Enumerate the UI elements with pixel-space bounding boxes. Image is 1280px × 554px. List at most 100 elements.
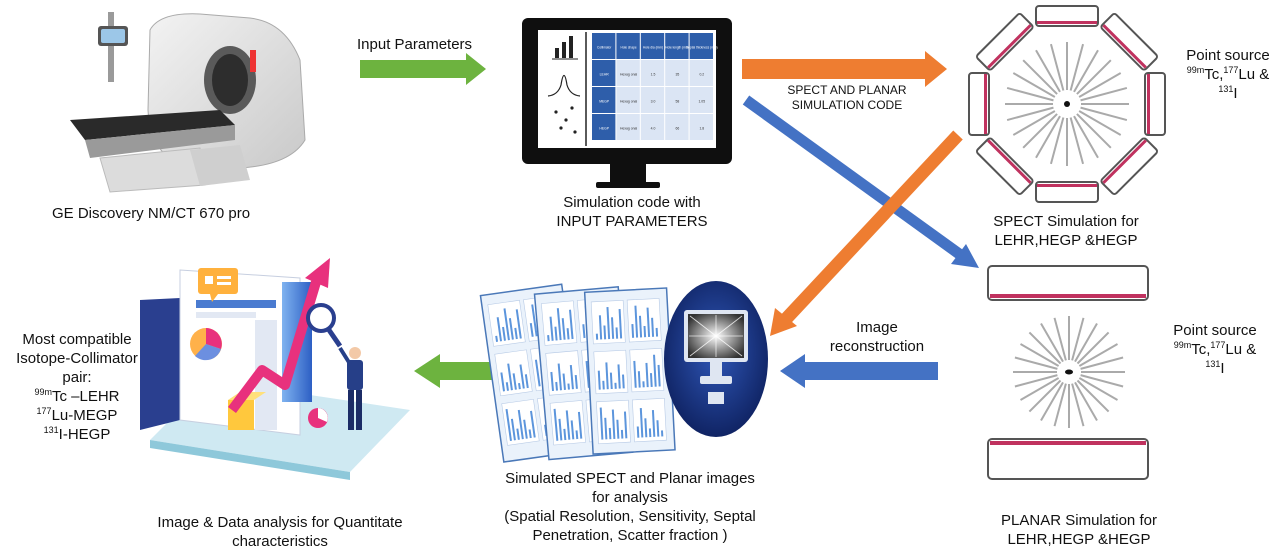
- table-cell: 4.0: [651, 127, 656, 131]
- isotope-b: Lu &: [1238, 66, 1270, 83]
- result-pair-label: Most compatible Isotope-Collimator pair:…: [2, 330, 152, 444]
- table-cell: 66: [676, 127, 680, 131]
- reconstruction-display-oval: [664, 281, 768, 437]
- gamma-camera-scanner-illustration: [70, 12, 306, 193]
- point-source-isotopes-bottom: 99mTc,177Lu &: [1162, 340, 1268, 359]
- table-header-cell: Hole length (mm): [665, 46, 689, 50]
- table-cell: 3.0: [651, 100, 656, 104]
- table-cell: 0.2: [699, 73, 704, 77]
- spect-simulation-caption: SPECT Simulation for LEHR,HEGP &HEGP: [966, 212, 1166, 250]
- spect-line-2: LEHR,HEGP &HEGP: [994, 232, 1138, 249]
- result-pair-2: 177Lu-MEGP: [2, 406, 152, 425]
- table-cell: LEHR: [600, 73, 610, 77]
- scanner-label: GE Discovery NM/CT 670 pro: [52, 205, 251, 222]
- table-cell: 58: [676, 100, 680, 104]
- pair-2-mass: 177: [36, 406, 52, 416]
- isotope-c-mass: 131: [1205, 359, 1221, 369]
- code-arrow-label: SPECT AND PLANAR SIMULATION CODE: [772, 83, 922, 113]
- input-parameters-label: Input Parameters: [357, 36, 473, 53]
- spect-detector-head: [1144, 72, 1166, 136]
- isotope-b-mass: 177: [1223, 65, 1239, 75]
- table-cell: HEGP: [599, 127, 609, 131]
- isotope-a-mass: 99m: [1173, 340, 1192, 350]
- pair-3-mass: 131: [43, 425, 59, 435]
- spect-to-images-arrow: [770, 130, 963, 336]
- table-header-cell: Hole dia (mm): [643, 46, 663, 50]
- simulation-code-line-1: Simulation code with: [563, 194, 701, 211]
- spect-line-1: SPECT Simulation for: [993, 213, 1139, 230]
- table-cell: 1.8: [699, 127, 704, 131]
- spect-detector-head: [1035, 181, 1099, 203]
- table-header-cell: Hole shape: [621, 46, 637, 50]
- table-cell: 35: [676, 73, 680, 77]
- point-source-title-top: Point source: [1186, 47, 1270, 64]
- images-line-2: for analysis: [592, 489, 668, 506]
- spect-detector-head: [968, 72, 990, 136]
- result-pair-3: 131I-HEGP: [2, 425, 152, 444]
- isotope-a: Tc,: [1204, 66, 1224, 83]
- scatter-dots-icon: [554, 106, 577, 134]
- isotope-b-mass: 177: [1210, 340, 1226, 350]
- bar-chart-icon: [552, 36, 578, 60]
- spect-detector-head: [976, 13, 1034, 71]
- table-cell: Hexag onal: [620, 100, 637, 104]
- result-line-1: Most compatible: [22, 331, 132, 348]
- data-analysis-illustration: [140, 258, 410, 480]
- point-source-title-bottom: Point source: [1173, 322, 1257, 339]
- simulation-code-arrow: [742, 51, 947, 87]
- planar-line-2: LEHR,HEGP &HEGP: [1007, 531, 1151, 548]
- pair-3: I-HEGP: [58, 426, 111, 443]
- point-source-iodine-top: 131I: [1178, 84, 1278, 103]
- analysis-line-1: Image & Data analysis for Quantitate: [157, 514, 403, 531]
- analysis-caption: Image & Data analysis for Quantitate cha…: [130, 513, 430, 551]
- table-cell: 1.5: [651, 73, 656, 77]
- point-source-dot: [1064, 101, 1070, 107]
- analyst-figure: [338, 346, 363, 430]
- simulated-image-cards: [479, 283, 676, 463]
- pair-1-mass: 99m: [34, 387, 52, 397]
- table-cell: Hexag onal: [620, 127, 637, 131]
- reconstruction-line-2: reconstruction: [829, 338, 925, 355]
- planar-detector-pair: [987, 265, 1149, 480]
- to-analysis-arrow: [414, 354, 510, 388]
- simulation-code-line-2: INPUT PARAMETERS: [556, 213, 708, 230]
- image-reconstruction-label: Image reconstruction: [812, 318, 942, 356]
- parameter-table: Collimator Hole shape Hole dia (mm)Hole le…: [592, 33, 718, 140]
- result-pair-1: 99mTc –LEHR: [2, 387, 152, 406]
- point-source-iodine-bottom: 131I: [1162, 359, 1268, 378]
- input-parameters-arrow: [360, 53, 486, 85]
- point-source-label-bottom: Point source 99mTc,177Lu & 131I: [1162, 321, 1268, 378]
- point-source-label-top: Point source 99mTc,177Lu & 131I: [1178, 46, 1278, 103]
- isotope-c: I: [1220, 360, 1225, 377]
- result-line-2: Isotope-Collimator: [16, 350, 138, 367]
- images-line-4: Penetration, Scatter fraction ): [532, 527, 728, 544]
- planar-simulation-caption: PLANAR Simulation for LEHR,HEGP &HEGP: [964, 511, 1194, 549]
- code-arrow-line-1: SPECT AND PLANAR: [787, 83, 907, 97]
- reconstruction-arrow: [780, 354, 938, 388]
- planar-point-source-dot: [1065, 369, 1073, 375]
- table-header-cell: Collimator: [597, 46, 612, 50]
- table-cell: 1.05: [698, 100, 705, 104]
- point-source-isotopes-top: 99mTc,177Lu &: [1178, 65, 1278, 84]
- analysis-line-2: characteristics: [232, 533, 328, 550]
- reconstruction-line-1: Image: [856, 319, 898, 336]
- images-line-1: Simulated SPECT and Planar images: [505, 470, 755, 487]
- table-header-cell: Septal thickness (mm): [686, 46, 718, 50]
- to-planar-arrow: [742, 95, 979, 268]
- table-cell: Hexag onal: [620, 73, 637, 77]
- gaussian-curve-icon: [547, 74, 581, 97]
- planar-line-1: PLANAR Simulation for: [1001, 512, 1157, 529]
- pair-2: Lu-MEGP: [51, 407, 118, 424]
- isotope-c-mass: 131: [1218, 84, 1234, 94]
- spect-detector-head: [1100, 137, 1158, 195]
- spect-detector-head: [976, 137, 1034, 195]
- pair-1: Tc –LEHR: [51, 388, 120, 405]
- simulation-code-caption: Simulation code with INPUT PARAMETERS: [532, 193, 732, 231]
- isotope-c: I: [1233, 85, 1238, 102]
- table-cell: MEGP: [599, 100, 610, 104]
- code-arrow-line-2: SIMULATION CODE: [791, 98, 903, 112]
- simulated-images-caption: Simulated SPECT and Planar images for an…: [470, 469, 790, 545]
- images-line-3: (Spatial Resolution, Sensitivity, Septal: [504, 508, 756, 525]
- isotope-a-mass: 99m: [1186, 65, 1205, 75]
